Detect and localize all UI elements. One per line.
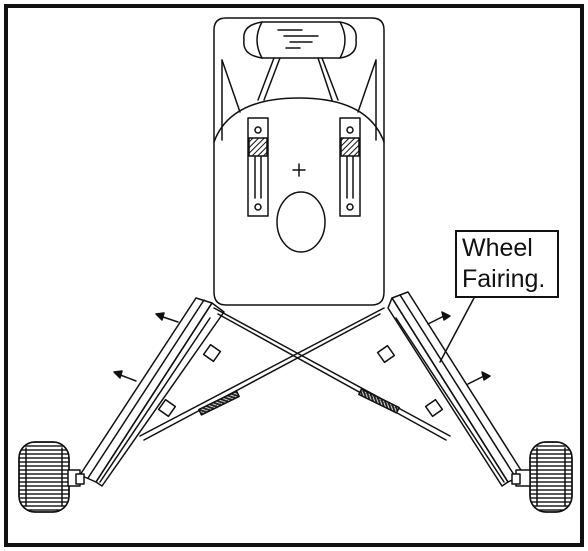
left-wheel	[18, 441, 85, 513]
left-gear-mount	[247, 117, 269, 217]
wheel-fairing-callout: Wheel Fairing.	[455, 230, 559, 298]
diagram-border	[4, 4, 584, 547]
cabane-struts	[257, 57, 339, 101]
turnbuckle-right	[358, 388, 400, 414]
callout-line-2: Fairing.	[462, 265, 546, 293]
right-gear-mount	[339, 117, 361, 217]
center-plus-mark	[292, 163, 306, 177]
turnbuckle-left	[198, 390, 240, 416]
callout-line-1: Wheel	[462, 234, 533, 262]
left-gear-leg	[79, 297, 225, 487]
fuselage	[213, 17, 385, 306]
callout-leader-line	[439, 297, 475, 363]
right-gear-leg	[387, 291, 525, 487]
bracing-wires	[139, 307, 451, 441]
windshield	[243, 21, 357, 59]
oval-cutout	[276, 191, 326, 253]
left-fairing-clips	[157, 343, 222, 418]
right-wheel	[511, 441, 573, 513]
screw-icons	[113, 311, 491, 385]
right-fairing-clips	[376, 344, 444, 418]
